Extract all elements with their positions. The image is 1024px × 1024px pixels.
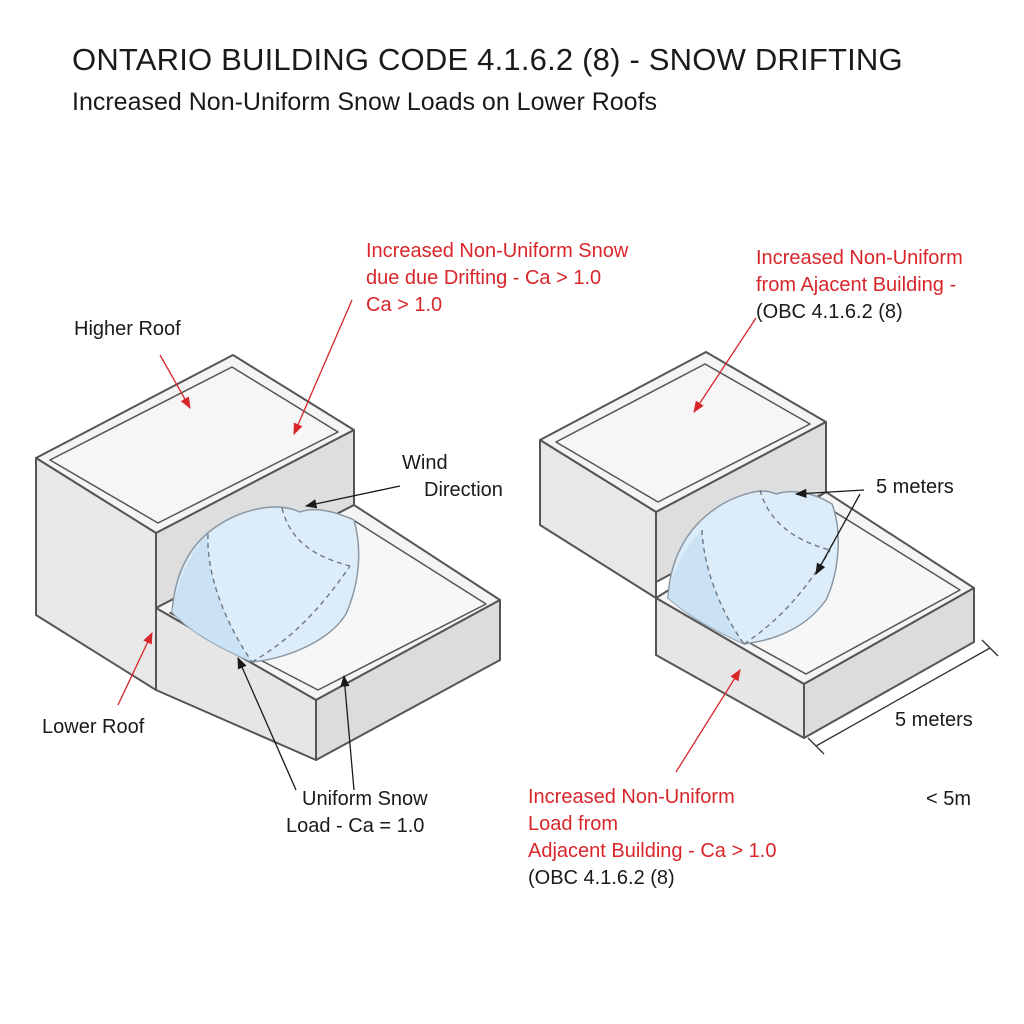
diagram-subtitle: Increased Non-Uniform Snow Loads on Lowe… xyxy=(72,88,658,116)
wind-label-line2: Direction xyxy=(424,479,503,501)
uniform-label-line1: Uniform Snow xyxy=(302,788,428,810)
right-snow-drift xyxy=(667,489,839,645)
uniform-arrow-2 xyxy=(340,674,355,791)
right-high-roof-inner xyxy=(555,363,811,503)
uniform-label-line2: Load - Ca = 1.0 xyxy=(286,815,425,837)
five-meter-arrow-1 xyxy=(794,488,865,499)
dimension-line xyxy=(807,639,999,755)
less-than-five-label: < 5m xyxy=(926,788,972,810)
left-drift-note-line2: due due Drifting - Ca > 1.0 xyxy=(366,267,602,289)
wind-label-line1: Wind xyxy=(402,452,448,474)
right-bottom-note-line3: Adjacent Building - Ca > 1.0 xyxy=(528,840,777,862)
higher-roof-label: Higher Roof xyxy=(74,318,181,340)
five-meters-width-label: 5 meters xyxy=(895,709,973,731)
five-meters-drift-label: 5 meters xyxy=(876,476,954,498)
left-drift-note: Increased Non-Uniform Snow due due Drift… xyxy=(366,238,628,319)
left-low-side xyxy=(315,599,501,761)
right-bottom-note-line4: (OBC 4.1.6.2 (8) xyxy=(528,867,675,889)
left-high-roof-inner xyxy=(49,366,339,524)
uniform-arrow-1 xyxy=(237,656,297,791)
five-meter-arrow-2 xyxy=(815,493,861,576)
diagram-title: ONTARIO BUILDING CODE 4.1.6.2 (8) - SNOW… xyxy=(72,42,903,77)
higher-roof-arrow xyxy=(159,354,191,410)
right-bottom-note-arrow xyxy=(675,669,741,773)
left-drift-note-line1: Increased Non-Uniform Snow xyxy=(366,240,629,262)
lower-roof-label: Lower Roof xyxy=(42,716,145,738)
wind-direction-arrow xyxy=(304,485,401,509)
right-bottom-note-line2: Load from xyxy=(528,813,619,835)
left-arrows xyxy=(117,299,401,791)
drift-note-arrow xyxy=(293,299,353,436)
lower-roof-arrow xyxy=(117,631,153,706)
right-arrows xyxy=(675,317,865,773)
uniform-load-label: Uniform Snow Load - Ca = 1.0 xyxy=(286,786,428,840)
left-snow-drift xyxy=(171,506,360,663)
left-drift-note-line3: Ca > 1.0 xyxy=(366,294,443,316)
right-low-side xyxy=(803,587,975,739)
right-bottom-note-line1: Increased Non-Uniform xyxy=(528,786,735,808)
right-top-note-line3: (OBC 4.1.6.2 (8) xyxy=(756,301,903,323)
right-top-note-line1: Increased Non-Uniform xyxy=(756,247,963,269)
right-top-note-line2: from Ajacent Building - xyxy=(756,274,957,296)
right-bottom-note: Increased Non-Uniform Load from Adjacent… xyxy=(528,784,777,892)
right-top-note: Increased Non-Uniform from Ajacent Build… xyxy=(756,245,963,326)
wind-direction-label: Wind Direction xyxy=(402,450,503,504)
right-top-note-arrow xyxy=(693,317,757,413)
